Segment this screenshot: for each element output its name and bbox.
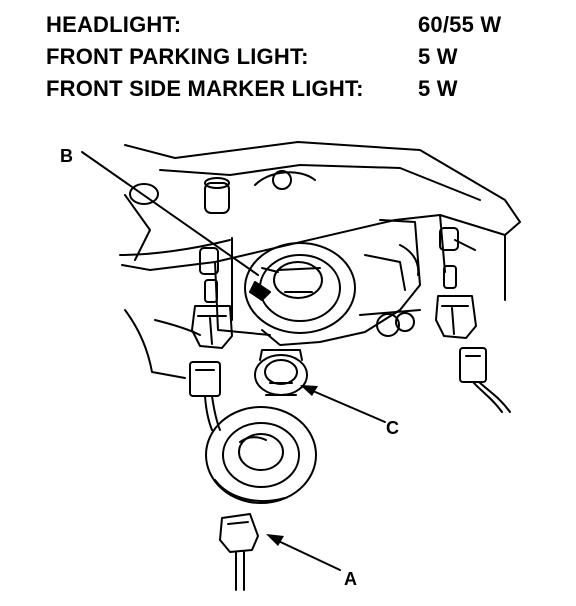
bulb-spec-table: HEADLIGHT: 60/55 W FRONT PARKING LIGHT: … <box>46 12 536 108</box>
spec-row-headlight: HEADLIGHT: 60/55 W <box>46 12 536 44</box>
spec-value-headlight: 60/55 W <box>418 12 502 37</box>
leader-line-b <box>81 151 259 276</box>
headlight-bulb <box>249 261 323 301</box>
headlight-bulb-socket <box>254 349 308 396</box>
parking-light-connector-left <box>189 361 221 431</box>
callout-label-b: B <box>60 146 73 166</box>
headlight-housing <box>119 141 521 379</box>
leader-line-a <box>271 537 341 571</box>
side-marker-connector-right <box>459 347 511 413</box>
parking-light-socket-left <box>191 247 233 349</box>
callout-label-a: A <box>344 569 357 589</box>
spec-value-front-side-marker-light: 5 W <box>418 76 458 101</box>
spec-row-front-side-marker-light: FRONT SIDE MARKER LIGHT: 5 W <box>46 76 536 108</box>
headlight-connector <box>219 513 259 591</box>
spec-row-front-parking-light: FRONT PARKING LIGHT: 5 W <box>46 44 536 76</box>
spec-value-front-parking-light: 5 W <box>418 44 458 69</box>
leader-line-c <box>305 387 386 423</box>
spec-label-front-parking-light: FRONT PARKING LIGHT: <box>46 44 309 69</box>
headlight-dust-cover <box>205 406 317 504</box>
arrowhead-c <box>300 385 318 396</box>
spec-label-headlight: HEADLIGHT: <box>46 12 182 37</box>
arrowhead-a <box>266 534 284 546</box>
side-marker-socket-right <box>435 227 477 339</box>
callout-label-c: C <box>386 418 399 438</box>
spec-label-front-side-marker-light: FRONT SIDE MARKER LIGHT: <box>46 76 364 101</box>
